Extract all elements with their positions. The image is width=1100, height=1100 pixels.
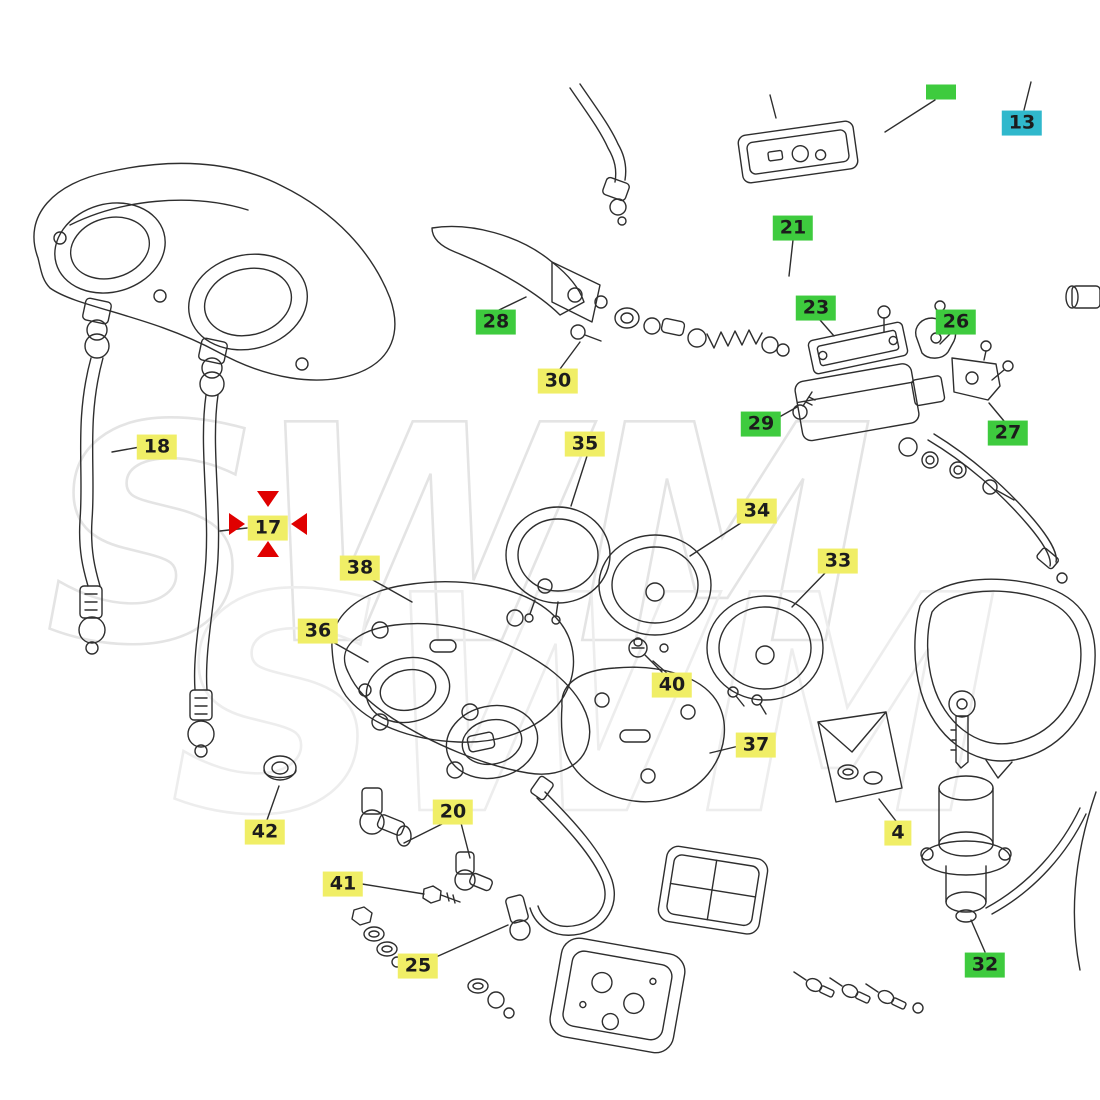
bottom-gauge-body-drawing (549, 937, 686, 1054)
part-label-18[interactable]: 18 (136, 434, 178, 460)
watermark-text-2: SWM (170, 532, 996, 881)
part-label-13[interactable]: 13 (1001, 110, 1043, 136)
cable-17-drawing (187, 394, 220, 758)
elbow-fitting-b-drawing (454, 851, 493, 892)
part-label-35[interactable]: 35 (564, 431, 606, 457)
upper-cluster-housing-drawing (33, 162, 396, 397)
pouch-drawing (817, 711, 903, 803)
part-label-29[interactable]: 29 (740, 411, 782, 437)
part-label-partial[interactable] (926, 84, 956, 100)
part-label-32[interactable]: 32 (964, 952, 1006, 978)
bolt-41-drawing (422, 885, 461, 904)
elbow-fitting-a-drawing (359, 787, 412, 847)
gasket-plate-drawing (737, 120, 859, 184)
pivot-bracket-drawing (951, 340, 1014, 401)
part-label-20[interactable]: 20 (432, 799, 474, 825)
reservoir-cap-drawing (807, 305, 909, 375)
part-label-37[interactable]: 37 (735, 732, 777, 758)
part-label-27[interactable]: 27 (987, 420, 1029, 446)
part-label-28[interactable]: 28 (475, 309, 517, 335)
gauge-33-drawing (706, 595, 824, 715)
gauge-34-drawing (598, 534, 712, 653)
part-label-42[interactable]: 42 (244, 819, 286, 845)
part-label-30[interactable]: 30 (537, 368, 579, 394)
part-label-38[interactable]: 38 (339, 555, 381, 581)
rubber-pad-drawing (657, 845, 769, 935)
bullet-connectors-drawing (793, 971, 924, 1014)
cable-18-drawing (78, 357, 106, 655)
part-label-36[interactable]: 36 (297, 618, 339, 644)
part-label-34[interactable]: 34 (736, 498, 778, 524)
part-label-23[interactable]: 23 (795, 295, 837, 321)
part-label-40[interactable]: 40 (651, 672, 693, 698)
cover-shell-drawing (914, 578, 1096, 779)
cable-25-drawing (505, 775, 615, 941)
master-cylinder-drawing (792, 363, 1068, 584)
part-label-41[interactable]: 41 (322, 871, 364, 897)
part-label-4[interactable]: 4 (884, 820, 912, 846)
bracket-37-drawing (560, 666, 726, 803)
key-drawing (948, 690, 976, 769)
edge-part-drawing (1065, 285, 1100, 309)
part-label-17[interactable]: 17 (247, 515, 289, 541)
lower-cluster-housing-drawing (343, 622, 591, 780)
part-label-25[interactable]: 25 (397, 953, 439, 979)
top-cable-drawing (569, 83, 630, 226)
brake-lever-drawing (431, 225, 608, 323)
part-label-33[interactable]: 33 (817, 548, 859, 574)
grommet-42-drawing (263, 755, 297, 781)
marker-arrow-b (257, 541, 279, 557)
marker-arrow-l (229, 513, 245, 535)
marker-arrow-t (257, 491, 279, 507)
marker-arrow-r (291, 513, 307, 535)
ignition-switch-drawing (920, 775, 1097, 971)
part-label-26[interactable]: 26 (935, 309, 977, 335)
part-label-21[interactable]: 21 (772, 215, 814, 241)
hydraulic-parts-drawing (570, 307, 790, 357)
